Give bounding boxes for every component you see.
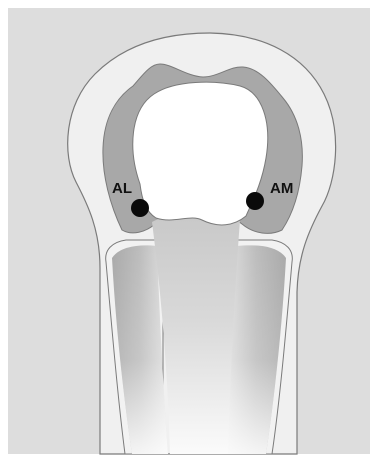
al-bundle-point	[131, 199, 149, 217]
am-label: AM	[270, 180, 293, 197]
al-label: AL	[112, 180, 132, 197]
am-bundle-point	[246, 192, 264, 210]
